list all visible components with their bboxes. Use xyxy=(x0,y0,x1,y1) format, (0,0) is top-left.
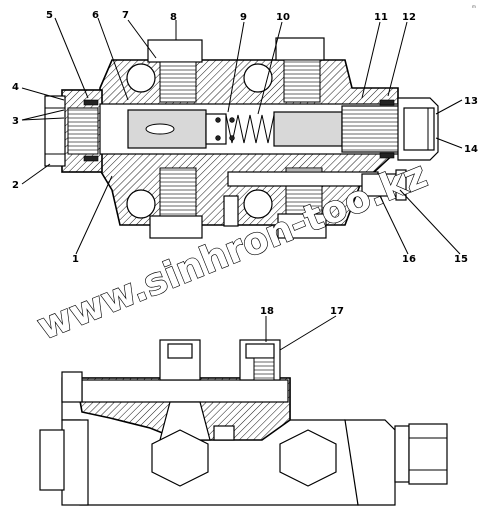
callout-labels: 5 6 7 8 9 10 11 12 4 3 2 1 13 14 16 15 1… xyxy=(12,10,478,317)
left-external-cap xyxy=(39,429,65,491)
right-fitting xyxy=(394,425,410,483)
drain-plug xyxy=(223,195,239,227)
hex-nut-left xyxy=(151,429,209,487)
mount-hole-tr xyxy=(243,63,273,93)
bottom-port-left-plug xyxy=(149,215,203,239)
seal-e xyxy=(215,117,221,123)
right-cap-nut xyxy=(408,423,448,485)
bottom-port-left-bore xyxy=(159,167,197,217)
spring-guide xyxy=(273,111,343,147)
seal-a xyxy=(83,99,99,106)
callout-14: 14 xyxy=(464,144,478,155)
cutaway-passage xyxy=(159,401,211,441)
left-external-plate xyxy=(61,419,89,506)
sectional-view xyxy=(44,37,439,239)
mount-hole-tl xyxy=(126,63,156,93)
spool-land xyxy=(205,113,227,145)
left-plug-thread xyxy=(67,107,99,155)
exterior-view xyxy=(39,339,448,506)
right-cap-bore xyxy=(403,107,435,151)
callout-13: 13 xyxy=(464,96,478,107)
bottom-port-right-plug xyxy=(277,213,327,239)
callout-1: 1 xyxy=(72,254,79,265)
plug-17-thread xyxy=(253,357,275,381)
mount-hole-br xyxy=(243,189,273,219)
seal-d xyxy=(379,152,395,159)
corner-mark: m xyxy=(472,4,476,9)
lower-bore xyxy=(213,425,235,441)
right-piston xyxy=(341,105,403,153)
spring xyxy=(225,114,275,144)
callout-6: 6 xyxy=(92,10,99,21)
callout-12: 12 xyxy=(402,12,416,23)
callout-11: 11 xyxy=(374,12,388,23)
callout-5: 5 xyxy=(46,10,53,21)
seal-c xyxy=(379,99,395,106)
callout-2: 2 xyxy=(12,180,19,191)
side-fitting-nut xyxy=(395,169,407,201)
callout-18: 18 xyxy=(260,306,274,317)
cutaway-bore xyxy=(81,379,289,403)
seal-b xyxy=(83,155,99,162)
callout-3: 3 xyxy=(12,116,19,127)
callout-4: 4 xyxy=(12,82,19,93)
seal-h xyxy=(229,135,235,141)
callout-9: 9 xyxy=(240,12,247,23)
left-fitting xyxy=(44,95,66,167)
top-port-left-bore xyxy=(159,61,197,103)
spool xyxy=(127,109,207,149)
top-port-left-plug xyxy=(147,39,203,63)
callout-15: 15 xyxy=(454,254,468,265)
callout-10: 10 xyxy=(276,12,290,23)
seal-f xyxy=(215,135,221,141)
callout-8: 8 xyxy=(170,12,177,23)
mount-hole-bl xyxy=(126,189,156,219)
left-top-fitting xyxy=(61,371,83,403)
callout-7: 7 xyxy=(122,10,129,21)
seal-g xyxy=(229,117,235,123)
plug-17-head xyxy=(245,343,275,359)
callout-16: 16 xyxy=(402,254,416,265)
top-port-right-bore xyxy=(283,59,321,103)
top-port-right-plug xyxy=(275,37,325,61)
leader-lines xyxy=(21,17,463,351)
plug-18-head xyxy=(167,343,193,359)
hex-nut-right xyxy=(279,429,337,487)
callout-17: 17 xyxy=(330,306,344,317)
